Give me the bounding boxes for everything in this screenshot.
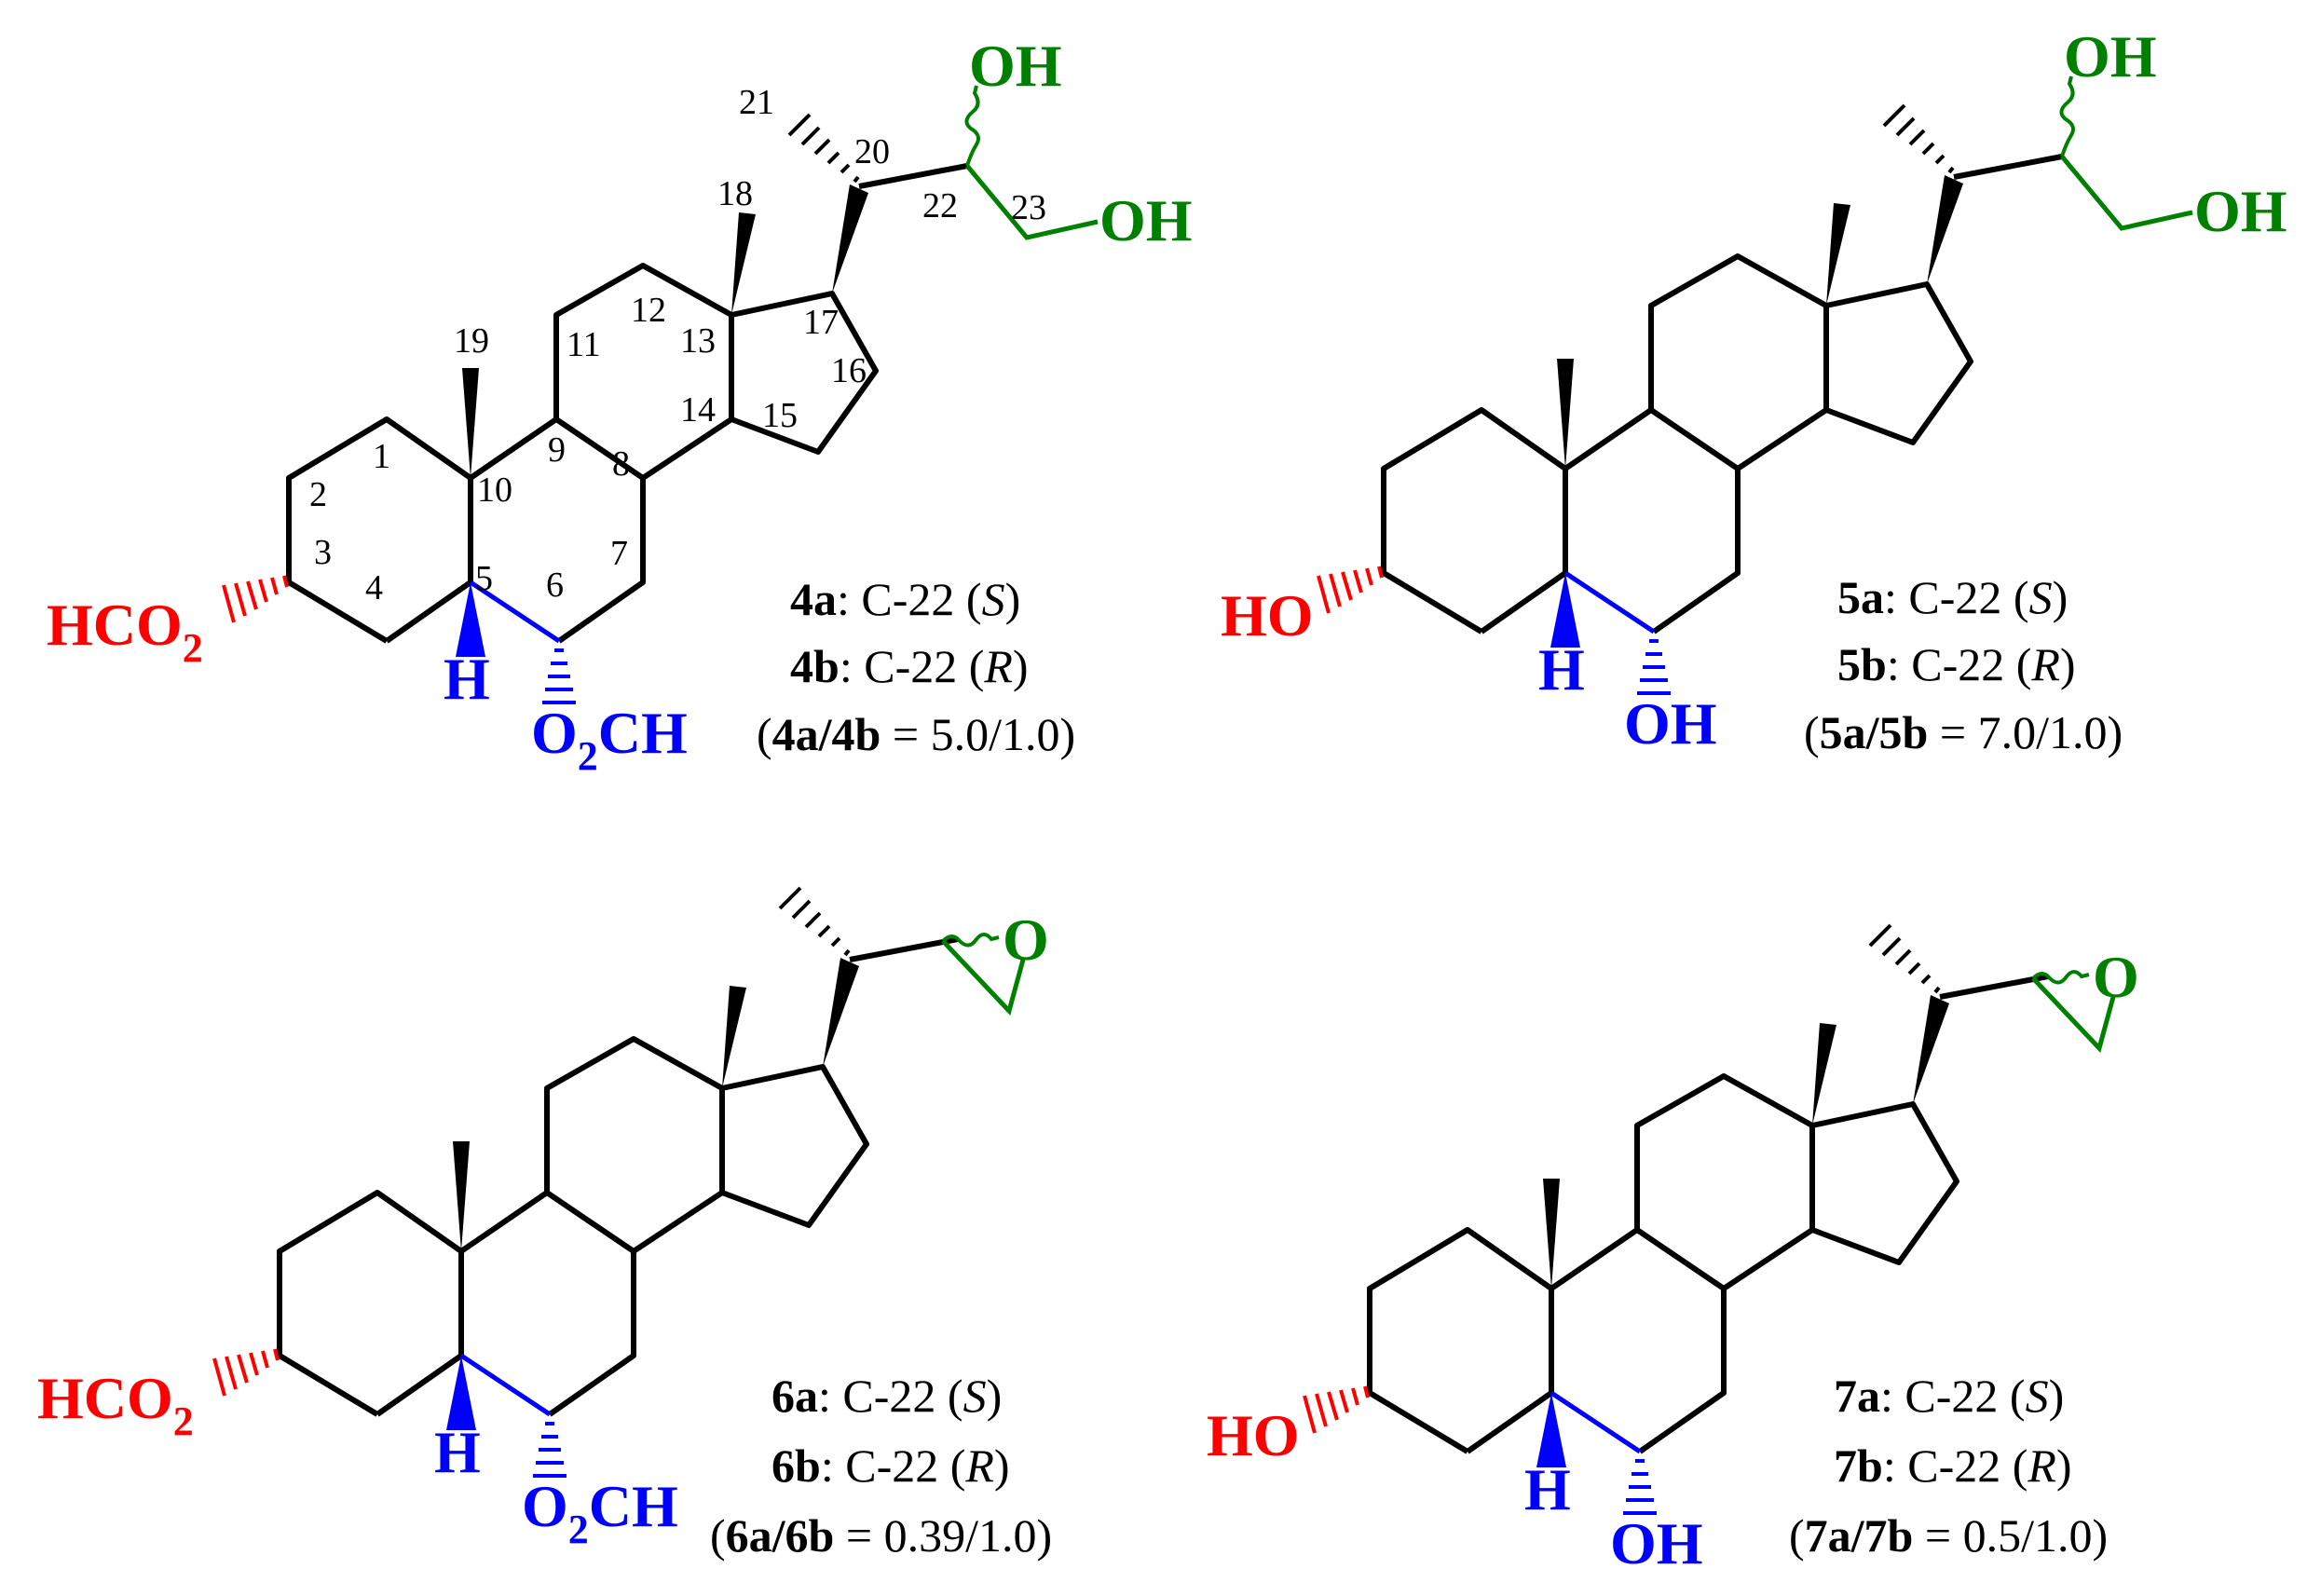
svg-text:7a: C-22 (S): 7a: C-22 (S): [1834, 1370, 2064, 1422]
caption-4: 4a: C-22 (S) 4b: C-22 (R) (4a/4b = 5.0/1…: [757, 573, 1075, 760]
svg-text:6a: C-22 (S): 6a: C-22 (S): [771, 1370, 1002, 1422]
caption-6: 6a: C-22 (S) 6b: C-22 (R) (6a/6b = 0.39/…: [710, 1370, 1052, 1562]
svg-text:18: 18: [717, 174, 753, 213]
svg-text:(6a/6b = 0.39/1.0): (6a/6b = 0.39/1.0): [710, 1509, 1052, 1562]
svg-text:6: 6: [546, 566, 564, 605]
molecule-7: HO H OH O: [1207, 923, 2139, 1576]
c23-hydroxyl-label: OH: [1099, 187, 1193, 253]
c23-hydroxyl-label: OH: [2194, 178, 2287, 244]
c6-hydroxyl-label: OH: [1624, 690, 1717, 757]
svg-text:16: 16: [831, 351, 867, 390]
svg-text:8: 8: [612, 444, 630, 484]
epoxide-oxygen-label: O: [2093, 944, 2139, 1010]
svg-text:(4a/4b = 5.0/1.0): (4a/4b = 5.0/1.0): [757, 708, 1075, 760]
molecule-6: HCO2 H O2CH O: [37, 886, 1049, 1552]
svg-text:23: 23: [1011, 188, 1046, 227]
svg-text:9: 9: [548, 430, 566, 470]
c3-formate-label: HCO2: [37, 1365, 194, 1444]
svg-text:3: 3: [314, 533, 332, 572]
svg-text:13: 13: [680, 321, 716, 361]
c5-hydrogen-label: H: [434, 1419, 481, 1485]
c3-formate-label: HCO2: [47, 592, 203, 671]
svg-text:5b: C-22 (R): 5b: C-22 (R): [1837, 638, 2076, 690]
epoxide-oxygen-label: O: [1003, 907, 1049, 973]
svg-text:(5a/5b = 7.0/1.0): (5a/5b = 7.0/1.0): [1804, 706, 2123, 758]
svg-text:22: 22: [922, 186, 958, 225]
molecule-5: HO H OH OH OH: [1221, 23, 2287, 757]
c3-hydroxyl-label: HO: [1207, 1402, 1300, 1468]
svg-text:5a: C-22 (S): 5a: C-22 (S): [1837, 571, 2068, 623]
svg-text:21: 21: [739, 83, 774, 122]
svg-text:17: 17: [803, 303, 839, 342]
caption-7: 7a: C-22 (S) 7b: C-22 (R) (7a/7b = 0.5/1…: [1789, 1370, 2108, 1562]
svg-text:14: 14: [680, 390, 716, 430]
svg-text:4a: C-22 (S): 4a: C-22 (S): [790, 573, 1020, 625]
c5-hydrogen-label: H: [1524, 1456, 1571, 1522]
c22-hydroxyl-label: OH: [2064, 23, 2157, 89]
c6-formate-label: O2CH: [522, 1473, 678, 1552]
svg-text:10: 10: [477, 471, 512, 510]
molecule-4: HCO2 H O2CH OH OH 1 2 3 4 5 6 7 8 9 10 1…: [47, 33, 1193, 779]
c5-hydrogen-label: H: [444, 646, 490, 712]
c5-hydrogen-label: H: [1538, 636, 1585, 703]
c22-hydroxyl-label: OH: [969, 33, 1062, 99]
svg-text:(7a/7b = 0.5/1.0): (7a/7b = 0.5/1.0): [1789, 1509, 2108, 1562]
svg-text:11: 11: [567, 325, 601, 364]
svg-text:12: 12: [631, 291, 666, 330]
svg-text:7: 7: [610, 534, 628, 573]
svg-text:4: 4: [365, 568, 383, 607]
svg-text:5: 5: [475, 559, 493, 598]
svg-text:2: 2: [309, 475, 327, 514]
c3-hydroxyl-label: HO: [1221, 582, 1314, 648]
svg-text:19: 19: [454, 321, 489, 361]
caption-5: 5a: C-22 (S) 5b: C-22 (R) (5a/5b = 7.0/1…: [1804, 571, 2123, 758]
svg-text:1: 1: [373, 437, 390, 476]
svg-text:7b: C-22 (R): 7b: C-22 (R): [1834, 1439, 2072, 1492]
c6-hydroxyl-label: OH: [1610, 1510, 1703, 1576]
svg-text:20: 20: [854, 132, 890, 171]
atom-numbering: 1 2 3 4 5 6 7 8 9 10 11 12 13 14 15 16 1…: [309, 83, 1046, 607]
svg-text:6b: C-22 (R): 6b: C-22 (R): [771, 1439, 1010, 1492]
c6-formate-label: O2CH: [531, 700, 688, 779]
svg-text:4b: C-22 (R): 4b: C-22 (R): [790, 640, 1029, 692]
svg-text:15: 15: [762, 396, 798, 435]
